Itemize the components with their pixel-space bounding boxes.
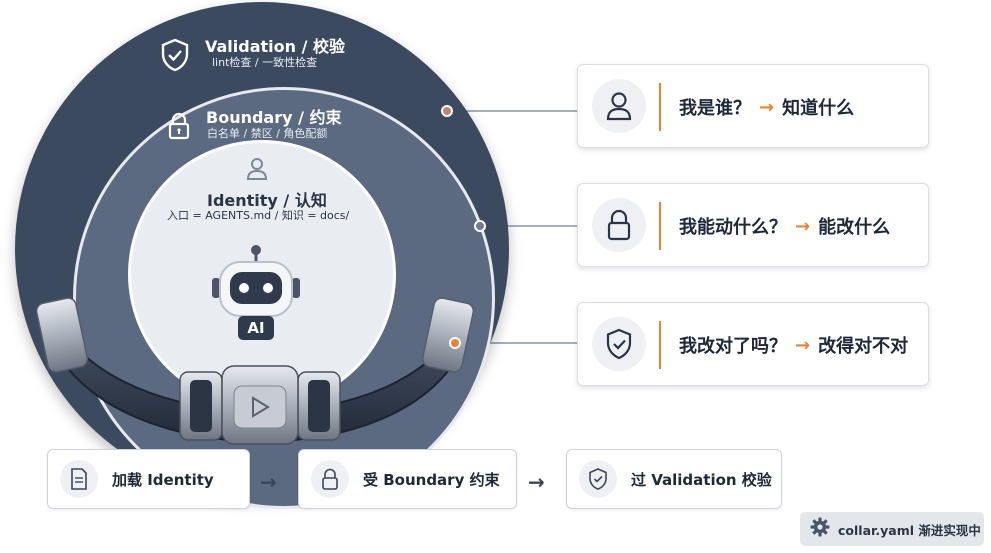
card-answer: 能改什么 — [818, 217, 891, 238]
card-answer: 知道什么 — [782, 98, 855, 119]
user-icon — [592, 79, 646, 133]
card-question: 我改对了吗？ — [679, 336, 787, 357]
connector-dot — [474, 220, 486, 232]
boundary-subtitle: 白名单 / 禁区 / 角色配额 — [207, 127, 328, 140]
validation-title: Validation / 校验 — [205, 37, 346, 56]
document-icon — [60, 460, 98, 498]
card-identity: 我是谁？ → 知道什么 — [577, 64, 929, 148]
shield-check-icon — [160, 38, 194, 74]
card-arrow: → — [759, 96, 775, 118]
lock-icon — [311, 460, 349, 498]
card-answer: 改得对不对 — [818, 336, 909, 357]
card-arrow: → — [795, 334, 811, 356]
connector-dot — [441, 105, 453, 117]
flow-step-label: 受 Boundary 约束 — [363, 470, 500, 489]
connector-dot — [449, 337, 461, 349]
robot-icon — [208, 244, 304, 344]
flow-step-boundary: 受 Boundary 约束 — [298, 449, 517, 509]
flow-arrow: → — [528, 470, 545, 494]
identity-title: Identity / 认知 — [207, 191, 327, 210]
shield-check-icon — [592, 317, 646, 371]
flow-step-label: 加载 Identity — [112, 470, 214, 489]
flow-arrow: → — [260, 470, 277, 494]
flow-step-validation: 过 Validation 校验 — [566, 449, 782, 509]
identity-subtitle: 入口 = AGENTS.md / 知识 = docs/ — [167, 209, 350, 222]
card-validation: 我改对了吗？ → 改得对不对 — [577, 302, 929, 386]
flow-step-identity: 加载 Identity — [47, 449, 250, 509]
lock-icon — [168, 112, 192, 142]
footer-badge-label: collar.yaml 渐进实现中 — [838, 522, 981, 538]
shield-check-icon — [579, 460, 617, 498]
card-divider — [659, 321, 661, 369]
ai-label: AI — [238, 316, 274, 340]
validation-subtitle: lint检查 / 一致性检查 — [212, 56, 318, 69]
card-question: 我是谁？ — [679, 98, 751, 119]
gear-icon — [810, 517, 830, 541]
flow-step-label: 过 Validation 校验 — [631, 470, 772, 489]
footer-badge: collar.yaml 渐进实现中 — [800, 512, 984, 546]
card-boundary: 我能动什么？ → 能改什么 — [577, 183, 929, 267]
card-arrow: → — [795, 215, 811, 237]
lock-icon — [592, 198, 646, 252]
user-icon — [246, 157, 268, 181]
card-divider — [659, 83, 661, 131]
card-divider — [659, 202, 661, 250]
boundary-title: Boundary / 约束 — [206, 108, 342, 127]
card-question: 我能动什么？ — [679, 217, 787, 238]
